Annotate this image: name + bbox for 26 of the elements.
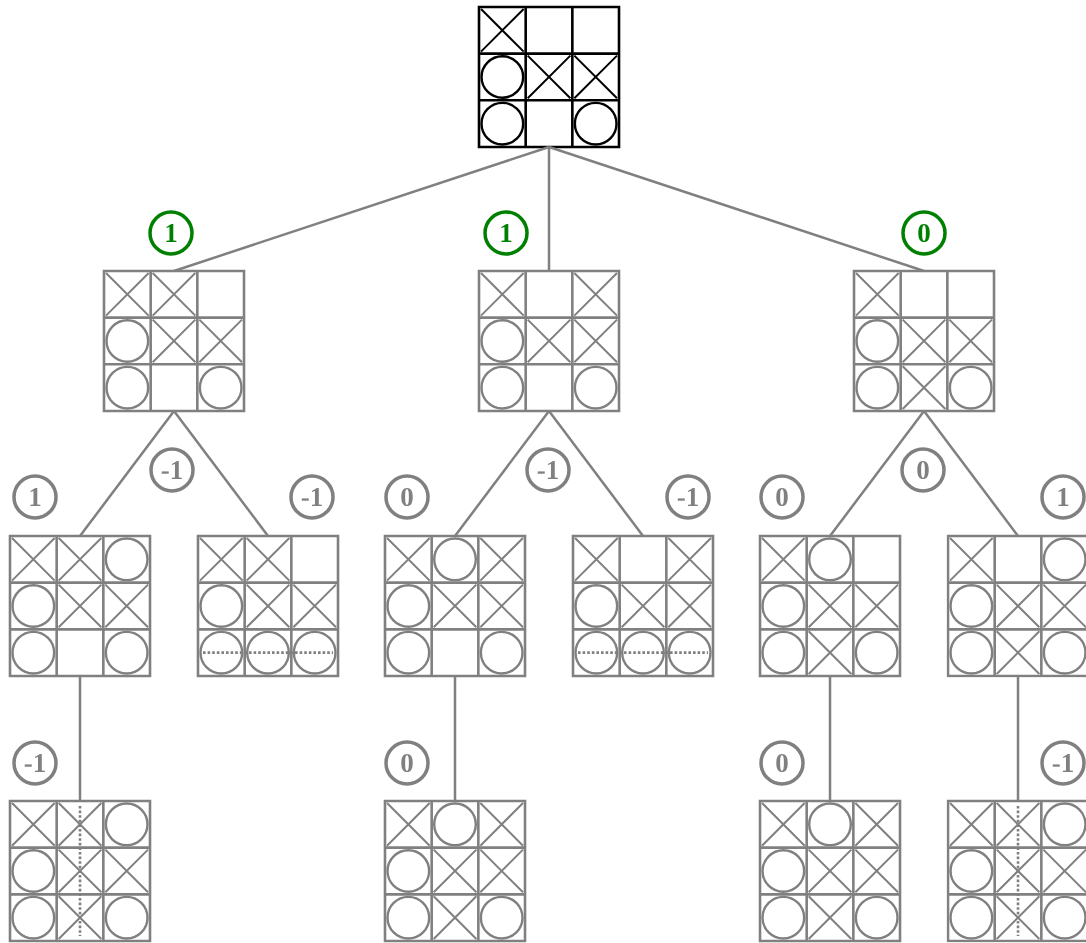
board-drawing — [477, 269, 621, 413]
tree-edge — [547, 147, 551, 271]
board-drawing — [758, 799, 902, 943]
board-drawing — [8, 799, 152, 943]
board-drawing — [946, 799, 1086, 943]
tree-edge — [548, 410, 644, 537]
tree-edge — [923, 410, 1019, 537]
board-drawing — [383, 799, 527, 943]
board-drawing — [758, 534, 902, 678]
board-drawing — [571, 534, 715, 678]
tree-edge — [173, 410, 269, 537]
board-drawing — [383, 534, 527, 678]
board-drawing — [102, 269, 246, 413]
tree-edge — [1016, 676, 1020, 801]
board-drawing — [196, 534, 340, 678]
board-drawing — [8, 534, 152, 678]
tree-edge — [828, 676, 832, 801]
tree-edge — [453, 676, 457, 801]
board-drawing — [477, 5, 621, 149]
tree-edge — [829, 410, 925, 537]
tree-edge — [79, 410, 175, 537]
tree-edge — [454, 410, 550, 537]
tree-edge — [173, 145, 550, 273]
board-drawing — [946, 534, 1086, 678]
board-drawing — [852, 269, 996, 413]
tree-edge — [78, 676, 82, 801]
